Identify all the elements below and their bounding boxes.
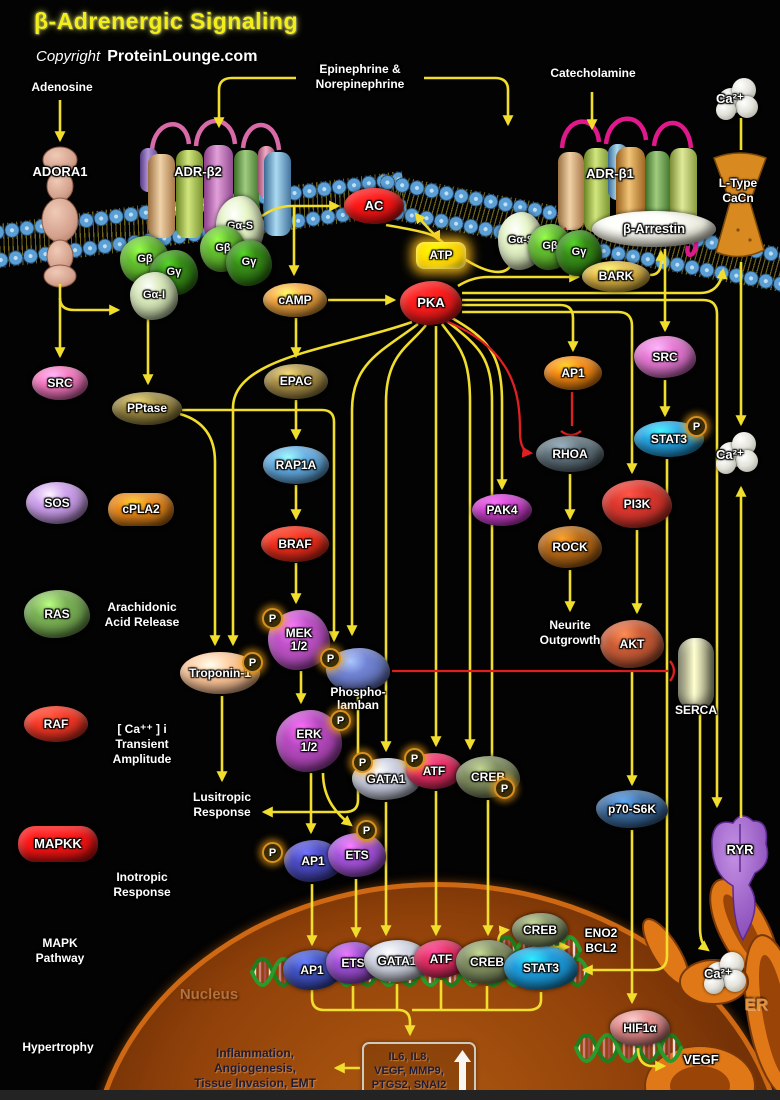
gene-list: IL6, IL8, VEGF, MMP9, PTGS2, SNAI2 [364, 1050, 454, 1093]
gene-line: IL6, IL8, [388, 1050, 430, 1063]
page-title: β-Adrenergic Signaling [34, 8, 299, 34]
copyright-word: Copyright [36, 48, 101, 65]
adora1-receptor [41, 146, 79, 288]
up-arrow-icon [454, 1050, 471, 1092]
gene-line: PTGS2, SNAI2 [371, 1079, 447, 1092]
activation-lines [54, 76, 747, 1074]
bottom-border [0, 1090, 780, 1100]
copyright-line: Copyright ProteinLounge.com [36, 48, 257, 66]
ryr-channel [711, 815, 769, 942]
copyright-brand: ProteinLounge.com [107, 48, 258, 65]
gene-line: VEGF, MMP9, [374, 1064, 444, 1077]
inhibition-lines [392, 227, 676, 682]
gene-upregulation-box: IL6, IL8, VEGF, MMP9, PTGS2, SNAI2 [362, 1042, 476, 1100]
ltype-channel [713, 152, 767, 258]
